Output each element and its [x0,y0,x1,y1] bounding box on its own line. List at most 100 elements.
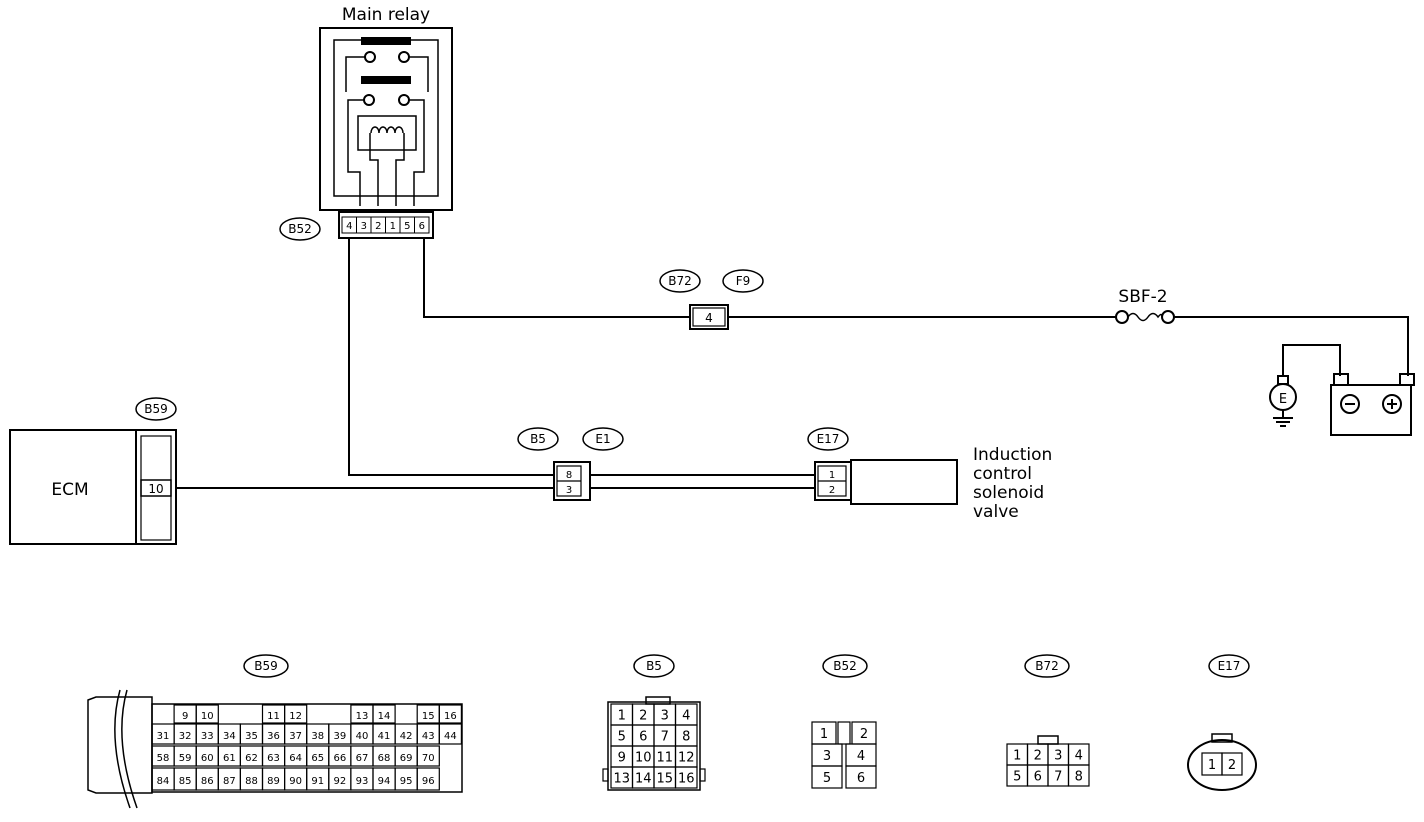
joint-b72-f9: 4 [689,304,729,330]
b59-pin-label: 89 [267,776,280,787]
tag-e17: E17 [807,427,849,451]
b59-pin-label: 39 [333,731,346,742]
b59-pin-label: 36 [267,731,280,742]
fuse-sbf2: SBF-2 [1115,287,1175,324]
b72-pin-label: 5 [1013,770,1021,785]
b59-pin-label: 35 [245,731,258,742]
b59-pin-label: 32 [179,731,192,742]
e17-pin-label: 2 [1228,758,1236,773]
b59-pin-label: 93 [356,776,369,787]
b59-pin-label: 43 [422,731,435,742]
b5-pin-label: 1 [618,709,626,724]
svg-text:E17: E17 [817,432,840,446]
wires [176,238,1409,489]
b52-pin-label: 1 [820,727,828,742]
connector-view-e17-label: E17 [1218,659,1241,673]
b59-pin-label: 65 [311,753,324,764]
relay-connector [338,211,434,239]
relay-contact-bar-1 [361,37,411,45]
b52-pin-label: 6 [857,771,865,786]
b5-pin-label: 4 [682,709,690,724]
relay-pin-label: 5 [404,221,410,232]
connector-view-b5-label: B5 [646,659,662,673]
b5-pin-label: 10 [635,751,652,766]
b5-pin-label: 7 [661,730,669,745]
e17-pin-label: 1 [1208,758,1216,773]
tag-b59: B59 [135,397,177,421]
b59-pin-label: 33 [201,731,214,742]
relay-coil-icon [370,126,404,134]
relay-pin-label: 4 [346,221,352,232]
b59-pin-label: 12 [289,711,302,722]
connector-view-b59-label: B59 [254,659,278,673]
joint-b5-pin-1: 8 [566,470,572,481]
ecm: ECM 10 [9,429,177,545]
solenoid-label-1: Induction [973,445,1052,465]
b59-pin-label: 41 [378,731,391,742]
b5-pin-label: 12 [678,751,695,766]
b5-pin-label: 5 [618,730,626,745]
relay-coil-box [357,115,417,151]
b59-pin-label: 40 [356,731,369,742]
joint-b5-pin-2: 3 [566,485,572,496]
b59-pin-label: 92 [333,776,346,787]
b59-pin-label: 42 [400,731,413,742]
b59-pin-label: 64 [289,753,302,764]
tag-b72: B72 [659,269,701,293]
b59-pin-label: 34 [223,731,236,742]
b59-pin-label: 68 [378,753,391,764]
relay-pin-label: 1 [390,221,396,232]
b72-pin-label: 6 [1034,770,1042,785]
b59-pin-label: 38 [311,731,324,742]
b59-cell [195,704,219,724]
svg-text:B5: B5 [530,432,546,446]
tag-b5: B5 [517,427,559,451]
b59-pin-label: 67 [356,753,369,764]
battery [1330,373,1415,436]
b59-pin-label: 13 [356,711,369,722]
b59-pin-label: 88 [245,776,258,787]
joint-b5-e1: 8 3 [553,461,591,501]
svg-text:B52: B52 [288,222,312,236]
b59-pin-label: 61 [223,753,236,764]
b59-pin-label: 37 [289,731,302,742]
relay-pin-cell [414,216,430,234]
b5-pin-label: 16 [678,772,695,787]
b59-cell [416,745,440,767]
b59-cell [416,767,440,791]
b5-pin-label: 13 [613,772,630,787]
connector-view-b72-label: B72 [1035,659,1059,673]
b5-pin-label: 6 [639,730,647,745]
b59-cell [372,704,396,724]
b52-pin-label: 3 [823,749,831,764]
joint-b72-pin: 4 [705,311,713,325]
svg-text:E1: E1 [595,432,610,446]
svg-text:B59: B59 [144,402,168,416]
b52-cell [811,765,843,789]
b5-pin-label: 2 [639,709,647,724]
b5-pin-label: 15 [656,772,673,787]
fuse-icon [1127,312,1163,322]
relay-outer-box [319,27,453,211]
fuse-label: SBF-2 [1118,287,1167,307]
svg-text:F9: F9 [736,274,751,288]
b52-pin-label: 4 [857,749,865,764]
b59-pin-label: 11 [267,711,280,722]
relay-contact [364,51,376,63]
solenoid-valve: 1 2 Induction control solenoid valve [814,445,1052,522]
main-relay-title: Main relay [342,5,430,25]
b59-pin-label: 87 [223,776,236,787]
b59-pin-label: 31 [157,731,170,742]
b59-pin-label: 14 [378,711,391,722]
relay-contact [398,51,410,63]
b59-pin-label: 9 [182,711,188,722]
b59-cell [438,723,462,745]
b59-pin-label: 59 [179,753,192,764]
solenoid-label-3: solenoid [973,483,1044,503]
b52-pin-label: 2 [860,727,868,742]
relay-contact-bar-2 [361,76,411,84]
